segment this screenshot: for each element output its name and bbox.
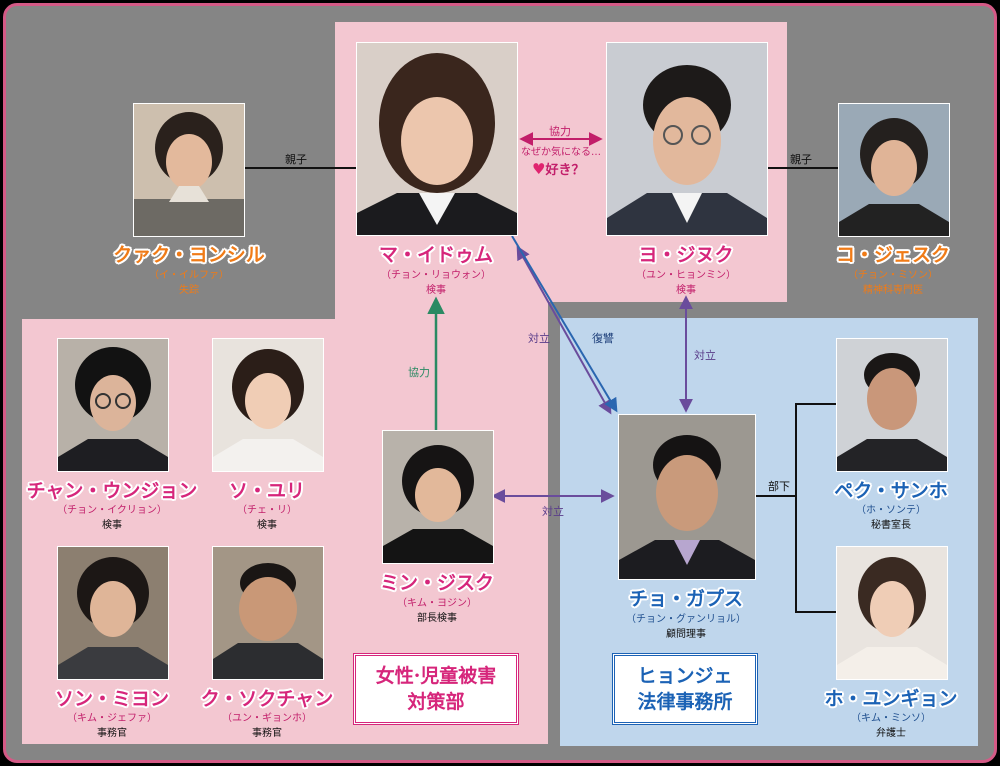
- yeo-role: 検事: [676, 285, 696, 296]
- ku-role: 事務官: [252, 728, 282, 739]
- yeo-actor: （ユン・ヒョンミン）: [636, 270, 736, 281]
- min-role: 部長検事: [417, 613, 457, 624]
- heart-icon: ♥: [532, 160, 546, 178]
- son-actor: （キム・ジェファ）: [67, 713, 157, 724]
- firm-label: ヒョンジェ 法律事務所: [612, 653, 758, 725]
- min-portrait: [382, 430, 494, 564]
- ma-role: 検事: [426, 285, 446, 296]
- cho-role: 顧問理事: [666, 629, 706, 640]
- ma-cho-revenge-arrow: [511, 235, 618, 413]
- ko-role: 精神科専門医: [863, 285, 923, 296]
- so-name: ソ・ユリ: [228, 480, 306, 502]
- ma-actor: （チョン・リョウォン）: [381, 270, 491, 281]
- chang-name: チャン・ウンジョン: [26, 480, 198, 502]
- ho-name: ホ・ユンギョン: [824, 688, 958, 710]
- ho-actor: （キム・ミンソ）: [851, 713, 931, 724]
- chang-actor: （チョン・イクリョン）: [57, 505, 167, 516]
- cho-name: チョ・ガプス: [628, 588, 744, 610]
- yeo-ko-relation-label: 親子: [790, 153, 812, 166]
- ko-actor: （チョン・ミソン）: [848, 270, 938, 281]
- ho-role: 弁護士: [876, 728, 906, 739]
- min-ma-relation-label: 協力: [408, 366, 430, 379]
- ma-cho-conflict-arrow: [516, 245, 612, 415]
- dept-label-line2: 対策部: [407, 691, 465, 713]
- ko-name: コ・ジェスク: [835, 244, 951, 266]
- baek-role: 秘書室長: [871, 520, 911, 531]
- ma-yeo-relation-label-3: ♥好き？: [532, 159, 584, 178]
- ku-portrait: [212, 546, 324, 680]
- firm-label-line1: ヒョンジェ: [637, 665, 733, 687]
- baek-actor: （ホ・ソンテ）: [856, 505, 926, 516]
- ho-portrait: [836, 546, 948, 680]
- kwak-actor: （イ・イルファ）: [149, 270, 229, 281]
- dept-label: 女性·児童被害 対策部: [353, 653, 519, 725]
- ma-yeo-relation-label-1: 協力: [549, 125, 571, 138]
- son-portrait: [57, 546, 169, 680]
- yeo-name: ヨ・ジヌク: [638, 244, 734, 266]
- min-actor: （キム・ヨジン）: [397, 598, 477, 609]
- baek-portrait: [836, 338, 948, 472]
- ko-portrait: [838, 103, 950, 237]
- yeo-portrait: [606, 42, 768, 236]
- so-role: 検事: [257, 520, 277, 531]
- baek-name: ペク・サンホ: [834, 480, 948, 502]
- love-label: 好き？: [545, 163, 585, 178]
- son-role: 事務官: [97, 728, 127, 739]
- dept-label-line1: 女性·児童被害: [375, 665, 497, 687]
- ma-name: マ・イドゥム: [378, 244, 494, 266]
- cho-portrait: [618, 414, 756, 580]
- so-portrait: [212, 338, 324, 472]
- min-name: ミン・ジスク: [379, 572, 495, 594]
- kwak-portrait: [133, 103, 245, 237]
- so-actor: （チェ・リ）: [237, 505, 297, 516]
- ma-yeo-relation-label-2: なぜか気になる…: [521, 147, 601, 158]
- ku-name: ク・ソクチャン: [200, 688, 334, 710]
- chang-role: 検事: [102, 520, 122, 531]
- cho-actor: （チョン・グァンリョル）: [626, 614, 746, 625]
- ma-portrait: [356, 42, 518, 236]
- firm-label-line2: 法律事務所: [637, 691, 733, 713]
- ku-actor: （ユン・ギョンホ）: [222, 713, 312, 724]
- staff-bracket-vertical: [795, 403, 836, 613]
- kwak-name: クァク・ヨンシル: [113, 244, 265, 266]
- kwak-ma-relation-label: 親子: [285, 153, 307, 166]
- son-name: ソン・ミヨン: [54, 688, 170, 710]
- ma-cho-revenge-label: 復讐: [592, 332, 614, 345]
- kwak-role: 失踪: [179, 285, 199, 296]
- chang-portrait: [57, 338, 169, 472]
- yeo-cho-relation-label: 対立: [694, 349, 716, 362]
- ma-cho-conflict-label: 対立: [528, 332, 550, 345]
- min-cho-relation-label: 対立: [542, 505, 564, 518]
- cho-staff-relation-label: 部下: [768, 480, 790, 493]
